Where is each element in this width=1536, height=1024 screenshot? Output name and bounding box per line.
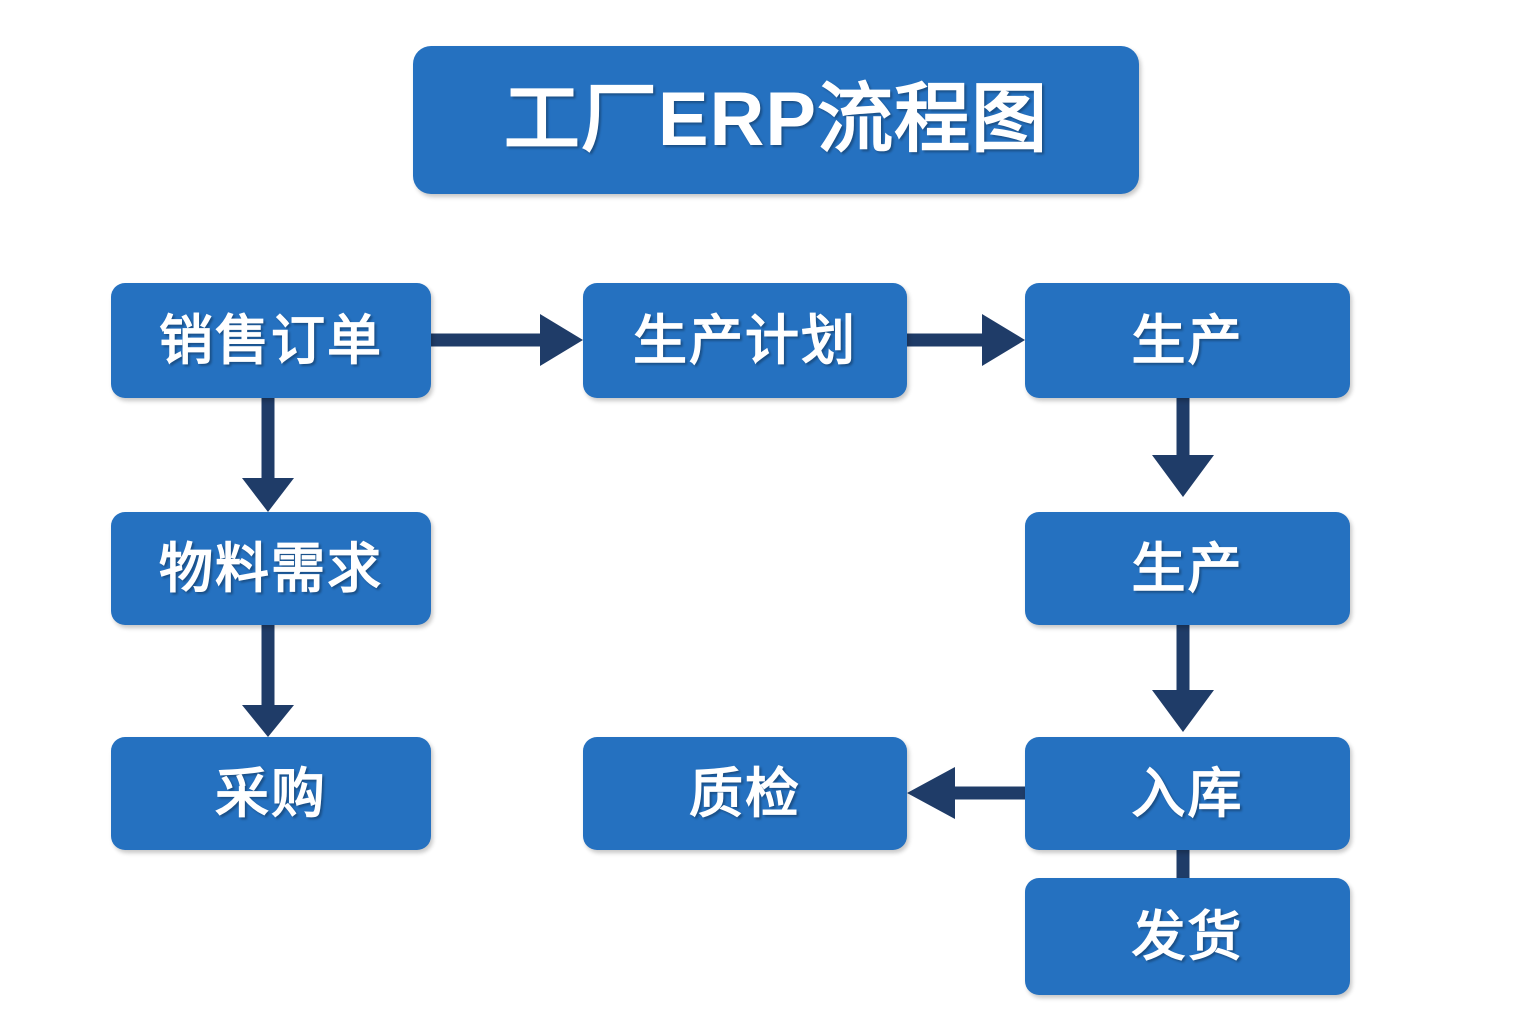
node-production-plan[interactable]: 生产计划 xyxy=(583,283,907,398)
edge-sales-order-to-material-requirement xyxy=(242,398,294,512)
node-production-2[interactable]: 生产 xyxy=(1025,512,1350,625)
node-quality-inspection[interactable]: 质检 xyxy=(583,737,907,850)
diagram-title-box: 工厂ERP流程图 xyxy=(413,46,1139,194)
node-label-production-plan: 生产计划 xyxy=(633,310,857,371)
node-label-shipping: 发货 xyxy=(1131,906,1244,967)
edge-warehouse-in-to-quality-inspection xyxy=(907,767,1025,819)
page-title: 工厂ERP流程图 xyxy=(503,77,1049,162)
node-label-sales-order: 销售订单 xyxy=(159,310,383,371)
node-label-production: 生产 xyxy=(1131,310,1244,371)
edge-production-2-to-warehouse-in xyxy=(1152,625,1214,732)
edge-production-plan-to-production xyxy=(907,314,1025,366)
node-shipping[interactable]: 发货 xyxy=(1025,878,1350,995)
node-label-material-requirement: 物料需求 xyxy=(159,538,383,599)
node-warehouse-in[interactable]: 入库 xyxy=(1025,737,1350,850)
node-label-production-2: 生产 xyxy=(1131,538,1244,599)
node-sales-order[interactable]: 销售订单 xyxy=(111,283,431,398)
node-label-procurement: 采购 xyxy=(215,763,327,824)
node-label-quality-inspection: 质检 xyxy=(689,763,801,824)
edge-material-requirement-to-procurement xyxy=(242,625,294,737)
node-material-requirement[interactable]: 物料需求 xyxy=(111,512,431,625)
edge-sales-order-to-production-plan xyxy=(431,314,583,366)
node-production[interactable]: 生产 xyxy=(1025,283,1350,398)
node-procurement[interactable]: 采购 xyxy=(111,737,431,850)
node-label-warehouse-in: 入库 xyxy=(1131,763,1244,824)
edge-production-to-production-2 xyxy=(1152,398,1214,497)
